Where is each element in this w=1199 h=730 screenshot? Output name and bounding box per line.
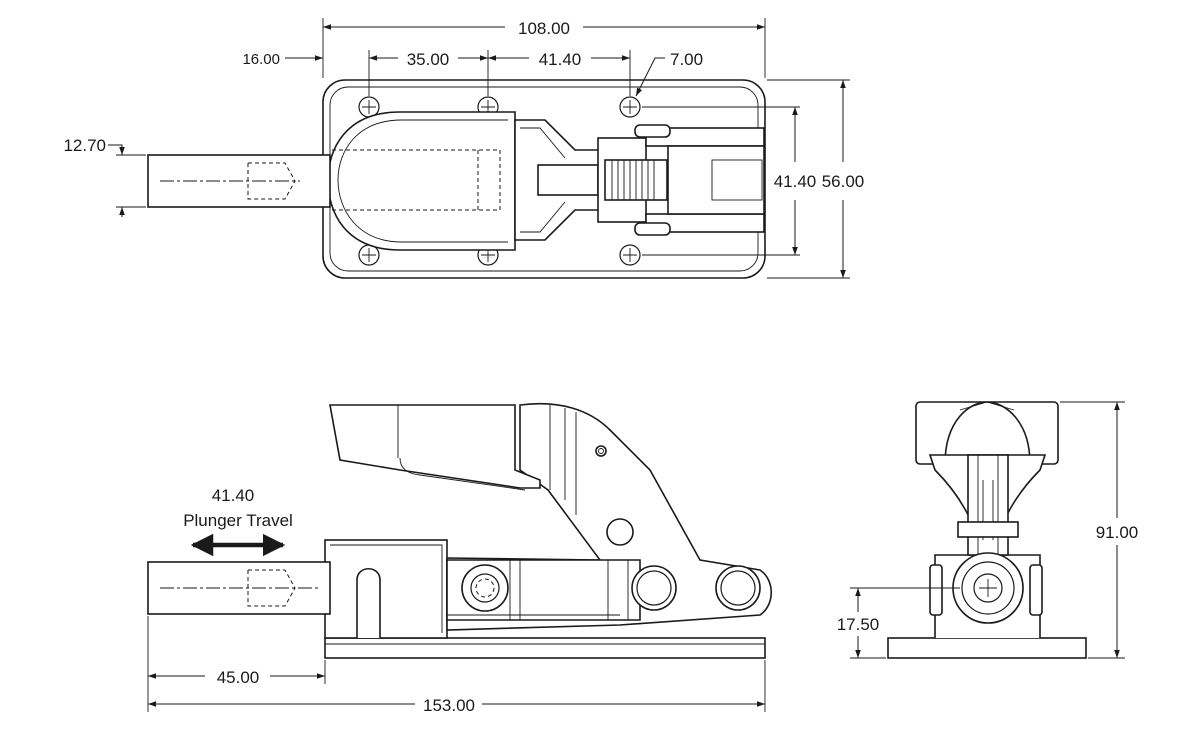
dim-overall-length-side: 153.00 [423, 696, 475, 715]
top-view: 108.00 16.00 35.00 41.40 7.00 12.70 41.4… [63, 18, 865, 279]
body-block [324, 539, 448, 639]
dim-plunger-extension: 45.00 [217, 668, 260, 687]
dim-overall-length-top: 108.00 [518, 19, 570, 38]
dim-base-width: 56.00 [822, 172, 865, 191]
travel-value: 41.40 [212, 486, 255, 505]
side-view: 41.40 Plunger Travel 45.00 153.00 [147, 402, 773, 715]
end-view: 91.00 17.50 [837, 401, 1139, 659]
dim-overall-height: 91.00 [1096, 523, 1139, 542]
base-plate-side [324, 637, 766, 659]
dim-hole-diameter: 7.00 [670, 50, 703, 69]
dim-hole-spacing-b: 41.40 [539, 50, 582, 69]
travel-label: Plunger Travel [183, 511, 293, 530]
handle-top [327, 111, 516, 251]
dim-hole-offset: 16.00 [242, 51, 280, 68]
dim-hole-spacing-vertical: 41.40 [774, 172, 817, 191]
handle-side [329, 404, 541, 489]
dim-center-height: 17.50 [837, 615, 880, 634]
base-plate-end [887, 637, 1087, 659]
dim-hole-spacing-a: 35.00 [407, 50, 450, 69]
dim-plunger-diameter: 12.70 [63, 136, 106, 155]
